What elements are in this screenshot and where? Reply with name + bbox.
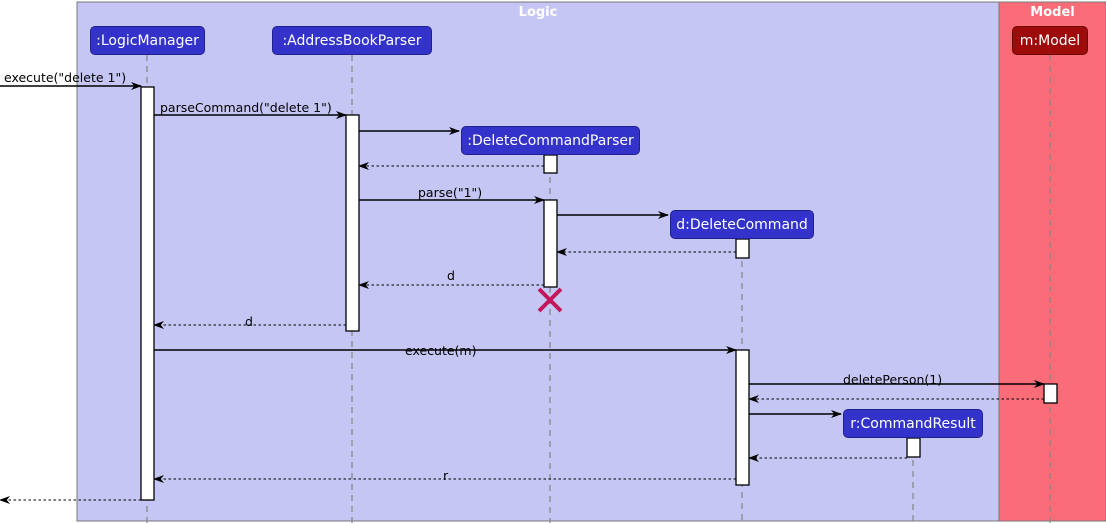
partition-layer [76,1,1106,522]
message-label-m10: execute(m) [405,343,477,358]
message-label-m9: d [245,314,253,329]
object-box-deletecommandparser[interactable]: :DeleteCommandParser [461,126,640,155]
destroy-stroke-b [537,287,563,313]
partition-model [998,1,1106,522]
partition-logic [76,1,1000,522]
activation-act-dcp-parse [543,199,558,288]
object-box-label: :AddressBookParser [282,32,422,49]
activation-layer [140,86,1058,501]
partition-label-model: Model [1030,5,1075,20]
activation-act-dc-execute [735,349,750,486]
destroy-marker-deletecommandparser [537,287,563,313]
message-label-m2: parseCommand("delete 1") [160,100,332,115]
message-label-m1: execute("delete 1") [4,70,127,85]
activation-act-model-delete [1043,383,1058,404]
object-box-label: :LogicManager [96,32,199,49]
activation-act-dc-create [735,238,750,259]
activation-act-addressbookparser [345,114,360,332]
object-box-addressbookparser[interactable]: :AddressBookParser [272,26,432,55]
message-layer [0,82,1045,504]
activation-act-dcp-create [543,154,558,174]
message-label-m5: parse("1") [418,185,483,200]
object-box-model[interactable]: m:Model [1012,26,1088,55]
activation-act-cr-create [906,437,921,458]
object-box-label: r:CommandResult [850,415,976,432]
message-label-m15: r [443,468,449,483]
object-box-commandresult[interactable]: r:CommandResult [843,409,983,438]
object-box-logicmanager[interactable]: :LogicManager [90,26,205,55]
object-box-label: :DeleteCommandParser [467,132,634,149]
message-label-m8: d [447,268,455,283]
object-box-label: m:Model [1019,32,1081,49]
object-box-label: d:DeleteCommand [676,216,808,233]
activation-act-logicmanager [140,86,155,501]
message-label-m11: deletePerson(1) [843,372,943,387]
object-box-deletecommand[interactable]: d:DeleteCommand [670,210,814,239]
partition-label-logic: Logic [518,5,558,20]
destroy-layer [537,287,563,313]
